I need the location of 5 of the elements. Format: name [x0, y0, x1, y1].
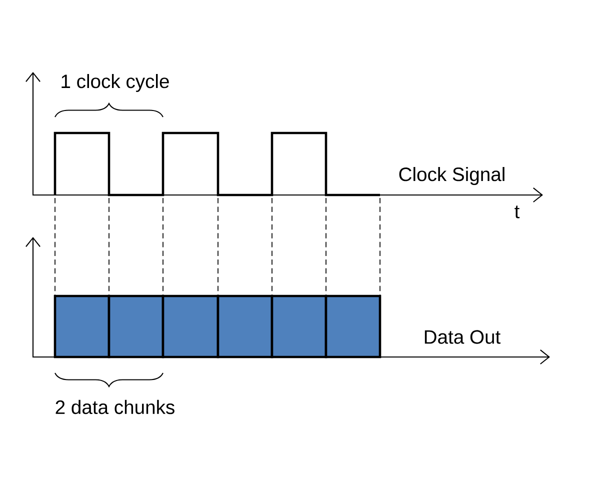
brace-label: 1 clock cycle	[62, 74, 169, 92]
signal-label: Data Out	[424, 330, 500, 344]
brace-label: 2 data chunks	[56, 400, 174, 414]
signal-label: Clock Signal	[399, 167, 504, 185]
axis-label: t	[514, 206, 520, 218]
